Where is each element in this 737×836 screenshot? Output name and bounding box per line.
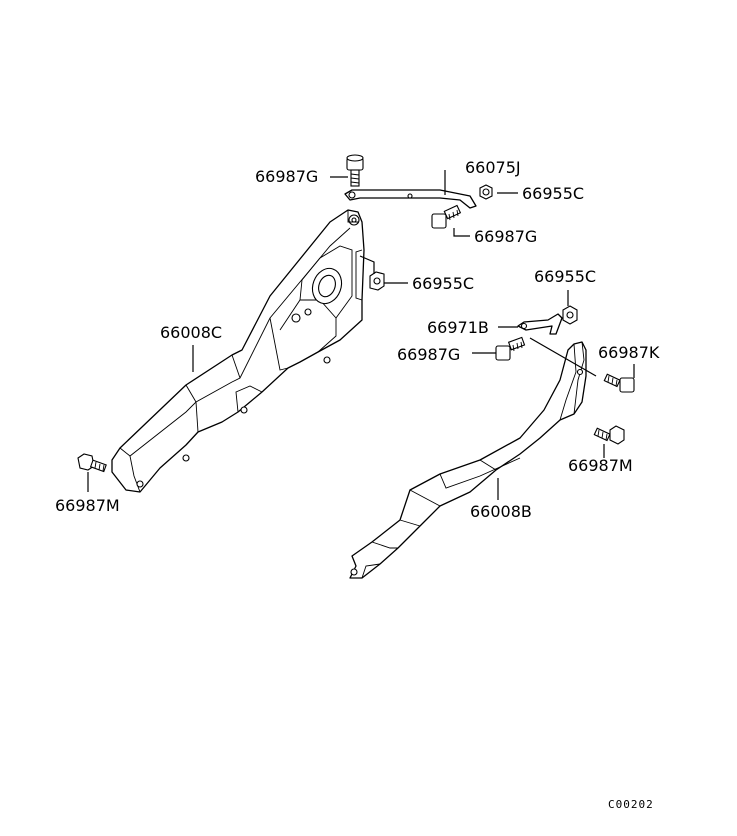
bolt-right-bottom-part	[593, 425, 625, 445]
bolt-mid-part	[431, 204, 462, 229]
label-nut-upper-cover: 66955C	[412, 274, 474, 293]
label-bolt-left-bottom: 66987M	[55, 496, 120, 515]
label-bracket: 66075J	[465, 158, 521, 177]
label-bolt-mid: 66987G	[474, 227, 537, 246]
label-bolt-top: 66987G	[255, 167, 318, 186]
nut-top-part	[479, 184, 493, 200]
label-bolt-stay: 66987G	[397, 345, 460, 364]
nut-right-part	[562, 305, 578, 325]
label-bolt-right-bottom: 66987M	[568, 456, 633, 475]
bolt-left-bottom-part	[77, 453, 107, 473]
cover-right-part	[349, 341, 587, 579]
label-cover-right: 66008B	[470, 502, 532, 521]
bolt-right-top-part	[603, 373, 635, 393]
leader-lines	[87, 170, 635, 500]
label-bolt-right-top: 66987K	[598, 343, 660, 362]
label-stay: 66971B	[427, 318, 489, 337]
label-nut-top: 66955C	[522, 184, 584, 203]
nut-upper-cover-part	[369, 271, 385, 291]
bracket-part	[344, 189, 477, 209]
stay-part	[517, 313, 563, 335]
label-cover-left: 66008C	[160, 323, 222, 342]
label-nut-right: 66955C	[534, 267, 596, 286]
bolt-top-part	[346, 154, 364, 187]
cover-left-part	[111, 209, 365, 493]
diagram-code: C00202	[608, 798, 654, 811]
bolt-stay-part	[495, 336, 526, 361]
